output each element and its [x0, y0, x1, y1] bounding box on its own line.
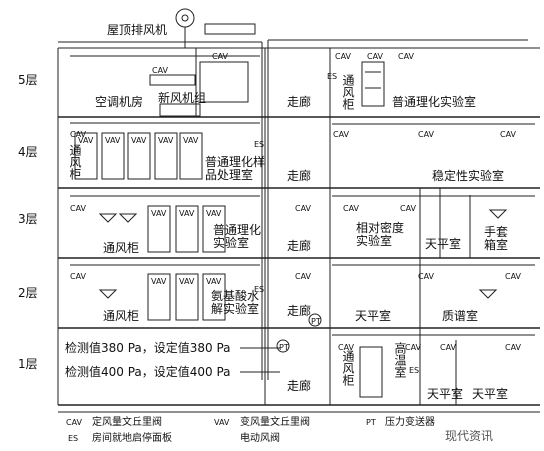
corridor-2f: 走廊 [287, 304, 312, 318]
es-tag: ES [327, 72, 338, 81]
vav-tag: VAV [158, 136, 174, 145]
legend-vav-text: 变风量文丘里阀 [240, 417, 310, 428]
room-hood-3f: 通风柜 [103, 241, 140, 255]
vav-tag: VAV [206, 277, 222, 286]
cav-tag: CAV [335, 52, 352, 61]
es-tag: ES [254, 285, 265, 294]
room-general-lab-5f: 普通理化实验室 [392, 95, 477, 109]
vav-tag: VAV [131, 136, 147, 145]
room-hood-5f: 通风柜 [341, 74, 355, 110]
floor-label-5: 5层 [18, 73, 38, 87]
cav-tag: CAV [70, 130, 87, 139]
room-glove-box: 手套箱室 [484, 225, 509, 252]
corridor-5f: 走廊 [287, 95, 312, 109]
room-hood-2f: 通风柜 [103, 309, 140, 323]
legend-pt-text: 压力变送器 [385, 417, 435, 428]
hood-shapes [74, 132, 383, 398]
vav-tag: VAV [179, 209, 195, 218]
measurement-row-1: 检测值380 Pa，设定值380 Pa [65, 341, 231, 355]
cav-tag: CAV [440, 343, 457, 352]
watermark: 现代资讯 [445, 429, 494, 443]
cav-tag: CAV [505, 272, 522, 281]
cav-tag: CAV [295, 204, 312, 213]
legend-es-text: 房间就地启停面板 [92, 433, 172, 444]
corridor-1f: 走廊 [287, 379, 312, 393]
legend-pt-symbol: PT [366, 418, 376, 427]
cav-tag: CAV [338, 343, 355, 352]
es-tag: ES [254, 140, 265, 149]
cav-tag: CAV [398, 52, 415, 61]
room-balance-2f: 天平室 [355, 309, 392, 323]
cav-tag: CAV [367, 52, 384, 61]
vav-tag: VAV [151, 209, 167, 218]
floor-label-2: 2层 [18, 286, 38, 300]
legend-es-symbol: ES [68, 434, 79, 443]
roof-exhaust-fan-label: 屋顶排风机 [107, 23, 168, 37]
room-balance-3f: 天平室 [425, 237, 462, 251]
cav-tag: CAV [505, 343, 522, 352]
cav-tag: CAV [418, 272, 435, 281]
room-general-lab-3f: 普通理化实验室 [213, 223, 262, 250]
room-hood-1f: 通风柜 [341, 350, 355, 386]
legend-cav-symbol: CAV [66, 418, 83, 427]
room-ac-room: 空调机房 [95, 95, 144, 109]
room-stability-lab: 稳定性实验室 [432, 169, 505, 183]
cav-tag: CAV [212, 52, 229, 61]
cav-tag: CAV [418, 130, 435, 139]
cav-tag: CAV [70, 272, 87, 281]
pt-tag: PT [279, 343, 289, 352]
room-balance-1f-a: 天平室 [427, 387, 464, 401]
room-mass-spec: 质谱室 [442, 309, 479, 323]
room-amino-acid: 氨基酸水解实验室 [211, 289, 260, 316]
cav-tag: CAV [500, 130, 517, 139]
es-tag: ES [409, 366, 420, 375]
cav-tag: CAV [333, 130, 350, 139]
measurement-row-2: 检测值400 Pa，设定值400 Pa [65, 365, 231, 379]
vav-tag: VAV [206, 209, 222, 218]
legend-vav-symbol: VAV [214, 418, 230, 427]
floor-label-1: 1层 [18, 357, 38, 371]
floor-label-4: 4层 [18, 145, 38, 159]
corridor-3f: 走廊 [287, 239, 312, 253]
floor-label-3: 3层 [18, 212, 38, 226]
pt-tag: PT [311, 317, 321, 326]
vav-tag: VAV [179, 277, 195, 286]
vav-tag: VAV [105, 136, 121, 145]
corridor-4f: 走廊 [287, 169, 312, 183]
vav-tag: VAV [151, 277, 167, 286]
room-general-lab-4f: 普通理化样品处理室 [205, 155, 266, 182]
cav-tag: CAV [152, 66, 169, 75]
room-fresh-air-unit: 新风机组 [158, 91, 207, 105]
cav-tag: CAV [70, 204, 87, 213]
room-hood-4f: 通风柜 [68, 144, 82, 180]
legend-cav-text: 定风量文丘里阀 [92, 417, 162, 428]
cav-tag: CAV [405, 343, 422, 352]
vav-tag: VAV [183, 136, 199, 145]
cav-tag: CAV [343, 204, 360, 213]
cav-tag: CAV [295, 272, 312, 281]
room-relative-density: 相对密度实验室 [356, 221, 405, 248]
cav-tag: CAV [400, 204, 417, 213]
legend-damper-text: 电动风阀 [240, 433, 280, 444]
room-high-temp: 高温室 [393, 342, 407, 378]
room-balance-1f-b: 天平室 [472, 387, 509, 401]
vav-tag: VAV [78, 136, 94, 145]
